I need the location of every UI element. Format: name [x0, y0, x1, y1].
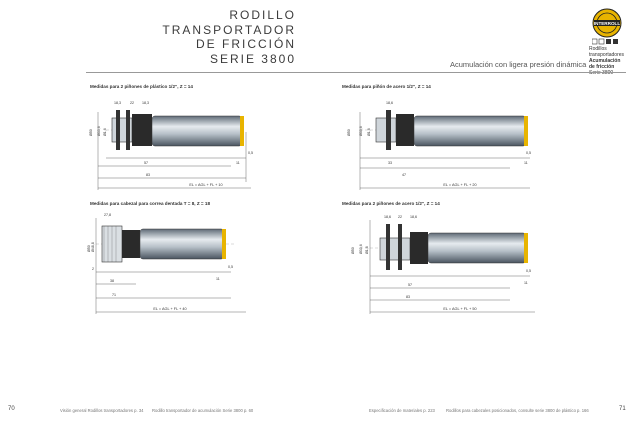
- title-line-3: DE FRICCIÓN: [196, 37, 296, 51]
- dim-label: Ø1,6: [103, 128, 107, 136]
- dim-label: 18,6: [384, 215, 391, 219]
- dim-label: 18,6: [410, 215, 417, 219]
- category-line: transportadores: [589, 52, 625, 58]
- title-line-2: TRANSPORTADOR: [162, 22, 296, 37]
- dim-label: 2: [92, 267, 94, 271]
- dim-label: 18,3: [142, 101, 149, 105]
- footer-link-1[interactable]: Visión general Rodillos transportadores …: [60, 408, 144, 413]
- dim-label: 57: [408, 283, 412, 287]
- section-title-4: Medidas para 2 piñones de acero 1/2", Z …: [342, 201, 440, 206]
- dim-label: 22: [130, 101, 134, 105]
- dim-label: 83: [146, 173, 150, 177]
- drawing-1: Ø50 Ø33,6 Ø1,6 18,3 22 18,3 57 83 11 0,5…: [89, 101, 253, 190]
- category-line: de fricción: [589, 64, 615, 70]
- roller-tube: [427, 232, 527, 264]
- dim-label: 57: [144, 161, 148, 165]
- drawing-3: Ø50 Ø48,8 27,8 38 2 11 71 0,5 EL = AGL +…: [87, 213, 246, 314]
- roller-tube: [151, 115, 243, 147]
- dim-label: 83: [406, 295, 410, 299]
- dim-label: Ø50: [347, 129, 351, 136]
- drawing-2: Ø50 Ø33,6 Ø1,6 18,6 33 47 11 0,5 EL = AG…: [347, 101, 531, 190]
- dim-label: 47: [402, 173, 406, 177]
- category-labels: Rodillos transportadores Acumulación de …: [589, 46, 624, 76]
- dim-label: Ø1,6: [367, 128, 371, 136]
- section-title-2: Medidas para piñón de acero 1/2", Z = 14: [342, 84, 431, 89]
- footer-link-3[interactable]: Especificación de materiales p. 223: [369, 408, 435, 413]
- formula-label: EL = AGL + FL + 40: [153, 307, 186, 311]
- roller-tube: [139, 228, 225, 260]
- drawing-4: Ø50 Ø33,6 Ø1,6 18,6 22 18,6 57 83 11 0,5…: [351, 215, 535, 314]
- dim-label: 18,6: [386, 101, 393, 105]
- footer-link-4[interactable]: Rodillos para cabezales posicionados, co…: [446, 408, 589, 413]
- product-icons: [592, 38, 618, 45]
- title-line-1: RODILLO: [229, 8, 296, 22]
- dim-label: 11: [524, 281, 528, 285]
- dim-label: 18,3: [114, 101, 121, 105]
- dim-label: Ø1,6: [365, 246, 369, 254]
- dim-label: Ø50: [351, 247, 355, 254]
- dim-label: 11: [216, 277, 220, 281]
- dim-label: 38: [110, 279, 114, 283]
- dim-label: Ø33,6: [359, 126, 363, 136]
- section-title-3: Medidas para cabezal para correa dentada…: [90, 201, 211, 206]
- title-line-4: SERIE 3800: [209, 51, 296, 66]
- formula-label: EL = AGL + FL + 20: [443, 183, 476, 187]
- interroll-logo-icon: INTERROLL: [592, 8, 622, 38]
- dim-label: 0,5: [526, 151, 531, 155]
- dim-label: 11: [524, 161, 528, 165]
- page-number-left: 70: [8, 406, 15, 412]
- category-line: Acumulación: [589, 58, 621, 64]
- page-subtitle: Acumulación con ligera presión dinámica: [450, 60, 587, 69]
- footer-link-2[interactable]: Rodillo transportador de acumulación Ser…: [152, 408, 254, 413]
- dim-label: 71: [112, 293, 116, 297]
- dim-label: 11: [236, 161, 240, 165]
- category-line: Rodillos: [589, 46, 607, 52]
- dim-label: Ø48,8: [91, 242, 95, 252]
- header-divider: [86, 72, 626, 73]
- formula-label: EL = AGL + FL + 50: [443, 307, 476, 311]
- dim-label: 0,5: [526, 269, 531, 273]
- dim-label: Ø50: [87, 245, 91, 252]
- dim-label: Ø50: [89, 129, 93, 136]
- page-title: RODILLO TRANSPORTADOR DE FRICCIÓN SERIE …: [162, 8, 296, 66]
- page-number-right: 71: [619, 406, 626, 412]
- dim-label: Ø33,6: [359, 244, 363, 254]
- dim-label: 27,8: [104, 213, 111, 217]
- dim-label: 33: [388, 161, 392, 165]
- dim-label: 0,5: [248, 151, 253, 155]
- formula-label: EL = AGL + FL + 10: [189, 183, 222, 187]
- logo-text: INTERROLL: [594, 21, 620, 26]
- dim-label: 22: [398, 215, 402, 219]
- roller-tube: [413, 115, 527, 147]
- dim-label: Ø33,6: [97, 126, 101, 136]
- section-title-1: Medidas para 2 piñones de plástico 1/2",…: [90, 84, 193, 89]
- category-line: Serie 3800: [589, 70, 614, 76]
- dim-label: 0,5: [228, 265, 233, 269]
